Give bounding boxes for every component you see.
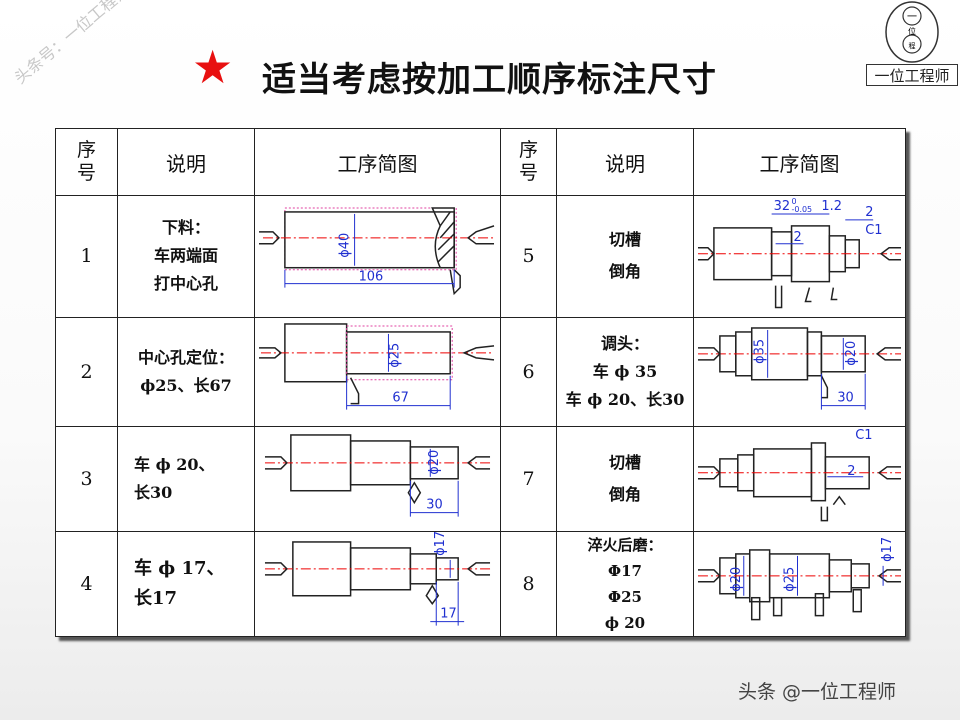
dim-label: ϕ40 [338,233,353,258]
table-row: 1 下料： 车两端面 打中心孔 ϕ40 106 5 [55,195,906,318]
source-credit: 头条 @一位工程师 [738,681,897,703]
header-seq: 序号 [55,128,118,196]
svg-text:C1: C1 [865,223,882,238]
dim-label: 30 [837,390,853,405]
dim-label: C1 [855,428,872,443]
header-desc-2: 说明 [556,128,694,196]
step-description: 淬火后磨： Φ17 Φ25 ϕ 20 [556,530,694,638]
step-description: 中心孔定位： ϕ25、长67 [117,316,255,428]
step-description: 调头： 车 ϕ 35 车 ϕ 20、长30 [556,316,694,428]
dim-label: 67 [392,390,408,405]
dim-label: ϕ17 [880,537,895,562]
process-table: 序号 说明 工序简图 序号 说明 工序简图 1 下料： 车两端面 打中心孔 [55,128,906,638]
step-number: 7 [500,426,557,532]
header-desc: 说明 [117,128,255,196]
header-sketch: 工序简图 [254,128,501,196]
dim-label: 106 [359,270,384,285]
dim-label: 30 [426,498,442,513]
table-row: 4 车 ϕ 17、 长17 ϕ17 17 8 淬 [55,530,906,638]
dim-label: 32 [774,199,790,214]
logo-emblem: 一 位 程 [885,1,939,63]
step-sketch: 32 0 -0.05 1.2 2 C1 2 [693,195,906,318]
step-number: 2 [55,316,118,428]
step-sketch: ϕ20 30 [254,426,501,532]
step-description: 切槽 倒角 [556,426,694,532]
svg-text:-0.05: -0.05 [792,205,813,214]
step-number: 4 [55,530,118,638]
step-sketch: ϕ25 67 [254,316,501,428]
dim-label: 17 [440,606,456,621]
step-number: 5 [500,195,557,318]
step-sketch: ϕ40 106 [254,195,501,318]
table-row: 3 车 ϕ 20、 长30 ϕ20 30 7 切槽 倒 [55,426,906,532]
svg-text:1.2: 1.2 [821,199,842,214]
svg-text:0: 0 [792,197,797,206]
step-number: 3 [55,426,118,532]
header-sketch-2: 工序简图 [693,128,906,196]
step-number: 6 [500,316,557,428]
page-title: 适当考虑按加工顺序标注尺寸 [262,60,717,100]
dim-label: ϕ25 [783,566,798,591]
header-seq-2: 序号 [500,128,557,196]
step-sketch: C1 2 [693,426,906,532]
step-sketch: ϕ17 17 [254,530,501,638]
step-description: 车 ϕ 20、 长30 [117,426,255,532]
logo-top-char: 一 [907,12,917,23]
dim-label: ϕ20 [427,450,442,475]
svg-text:2: 2 [794,230,802,245]
watermark: 头条号：一位工程师 [10,0,134,88]
dim-label: ϕ17 [433,532,448,556]
logo-label: 一位工程师 [866,64,958,86]
dim-label: ϕ20 [729,566,744,591]
dim-label: ϕ25 [387,342,402,367]
table-header-row: 序号 说明 工序简图 序号 说明 工序简图 [55,128,906,196]
logo-mid-char: 位 [908,26,916,36]
step-description: 切槽 倒角 [556,195,694,318]
dim-label: 2 [847,464,855,479]
step-sketch: ϕ20 ϕ25 ϕ17 [693,530,906,638]
dim-label: ϕ20 [844,340,859,365]
star-icon: ★ [192,40,234,94]
step-sketch: ϕ35 ϕ20 30 [693,316,906,428]
table-row: 2 中心孔定位： ϕ25、长67 ϕ25 67 6 调头： [55,316,906,428]
logo-bot-char: 程 [909,41,916,50]
step-number: 1 [55,195,118,318]
step-description: 车 ϕ 17、 长17 [117,530,255,638]
step-number: 8 [500,530,557,638]
dim-label: ϕ35 [753,338,768,363]
svg-text:2: 2 [865,205,873,220]
step-description: 下料： 车两端面 打中心孔 [117,195,255,318]
